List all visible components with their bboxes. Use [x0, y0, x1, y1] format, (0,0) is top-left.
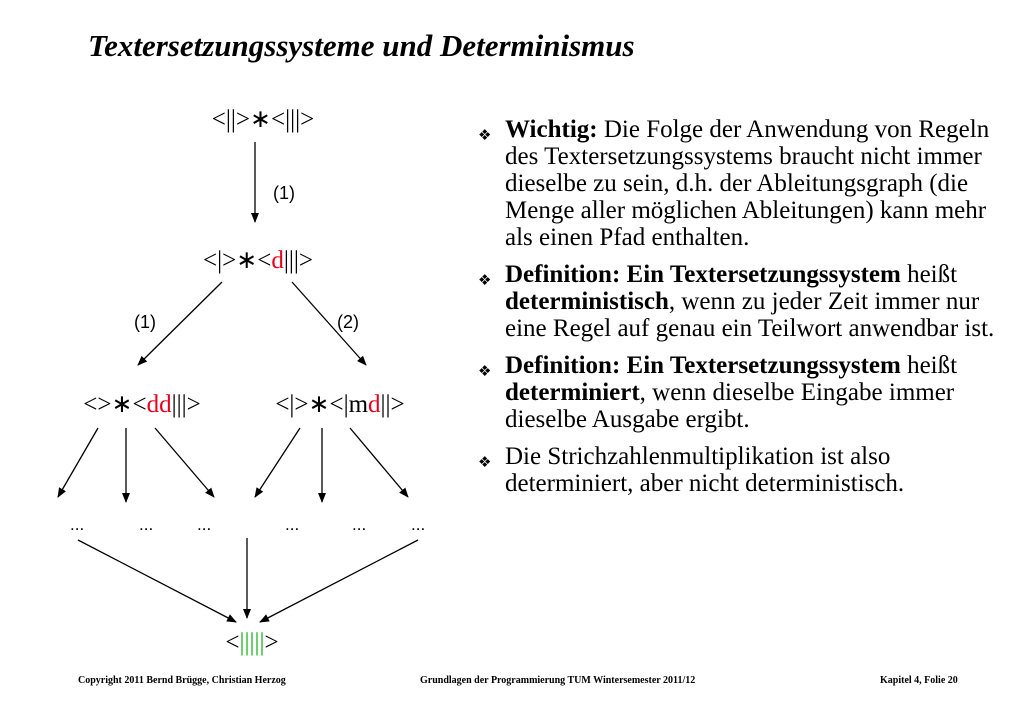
diamond-bullet-icon: ❖: [478, 271, 492, 289]
diamond-bullet-icon: ❖: [478, 453, 492, 471]
edge-label-left: (1): [134, 312, 156, 332]
bullet-text: Die Folge der Anwendung von Regeln des T…: [505, 116, 990, 251]
bullet-list: ❖ Wichtig: Die Folge der Anwendung von R…: [478, 116, 1018, 507]
bullet-text: Die Strichzahlenmultiplikation ist also …: [505, 443, 905, 497]
edge-converge-left: [77, 539, 237, 623]
bullet-term: determiniert: [505, 379, 640, 406]
footer-page-number: Kapitel 4, Folie 20: [880, 675, 958, 686]
level1-node: <|>∗<d|||>: [203, 247, 313, 274]
bullet-bold: Wichtig:: [505, 116, 598, 143]
edge-label-right: (2): [337, 312, 359, 332]
ellipsis-5: ...: [352, 515, 366, 534]
footer-course: Grundlagen der Programmierung TUM Winter…: [420, 675, 696, 686]
right-node: <|>∗<|md||>: [275, 391, 404, 418]
bullet-item: ❖ Wichtig: Die Folge der Anwendung von R…: [478, 116, 1018, 251]
edge-right-c: [349, 427, 409, 498]
diamond-bullet-icon: ❖: [478, 362, 492, 380]
root-node: <||>∗<|||>: [212, 106, 314, 133]
edge-left-a: [57, 427, 99, 498]
ellipsis-2: ...: [139, 515, 153, 534]
bullet-bold: Definition: Ein Textersetzungssystem: [505, 261, 901, 288]
edge-left-c: [154, 427, 215, 498]
bullet-bold: Definition: Ein Textersetzungssystem: [505, 352, 901, 379]
diamond-bullet-icon: ❖: [478, 126, 492, 144]
ellipsis-4: ...: [285, 515, 299, 534]
result-node: <|||||>: [225, 629, 278, 656]
bullet-text: heißt: [900, 261, 958, 288]
edge-left: [137, 281, 223, 366]
footer-copyright: Copyright 2011 Bernd Brügge, Christian H…: [78, 675, 286, 686]
bullet-item: ❖ Definition: Ein Textersetzungssystem h…: [478, 261, 1018, 342]
edge-label-root: (1): [273, 183, 295, 203]
bullet-text: , wenn zu jeder Zeit immer nur eine Rege…: [505, 288, 995, 342]
left-node: <>∗<dd|||>: [83, 391, 200, 418]
bullet-text: heißt: [900, 352, 958, 379]
bullet-item: ❖ Die Strichzahlenmultiplikation ist als…: [478, 443, 1018, 497]
ellipsis-1: ...: [70, 515, 84, 534]
derivation-graph: <||>∗<|||> (1) <|>∗<d|||> (1) (2) <>∗<dd…: [57, 106, 425, 656]
ellipsis-3: ...: [197, 515, 211, 534]
edge-converge-right: [259, 539, 419, 623]
ellipsis-6: ...: [411, 515, 425, 534]
edge-right-a: [254, 427, 301, 498]
edge-right: [291, 281, 367, 366]
slide-title: Textersetzungssysteme und Determinismus: [88, 28, 635, 63]
bullet-term: deterministisch: [505, 288, 669, 315]
bullet-item: ❖ Definition: Ein Textersetzungssystem h…: [478, 352, 1018, 433]
bullet-text: , wenn dieselbe Eingabe immer dieselbe A…: [505, 379, 955, 433]
